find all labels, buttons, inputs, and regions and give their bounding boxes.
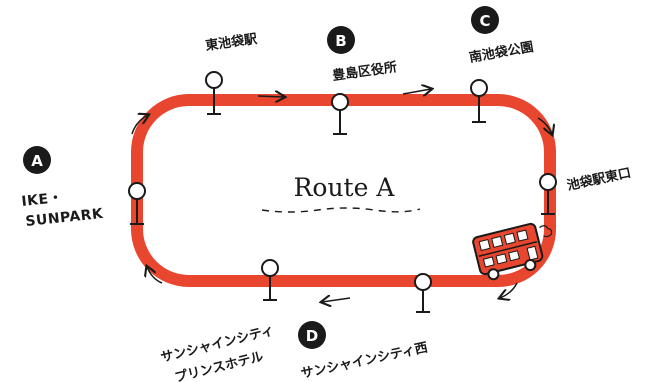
stop-marker-ike-sunpark (128, 182, 146, 225)
stop-marker-sunshine-prince-hotel (261, 259, 279, 301)
title-dashed-underline (261, 207, 421, 213)
stop-marker-ikebukuro-east-exit (539, 173, 557, 215)
stop-marker-higashi-ikebukuro (205, 71, 223, 115)
badge-a-letter: A (31, 152, 43, 170)
stop-markers (128, 71, 557, 313)
stop-label-ike-sunpark-line1: IKE・ (21, 190, 64, 210)
arrow-bottom (322, 298, 351, 302)
arrow-top-right (402, 89, 431, 94)
arrow-upper-left-corner (131, 115, 148, 135)
stop-label-toshima-ward-office: 豊島区役所 (331, 59, 398, 84)
arrow-upper-right-corner (537, 117, 552, 134)
route-title: Route A (294, 173, 396, 202)
badge-c-letter: C (479, 12, 490, 30)
badge-a: A (23, 146, 51, 174)
direction-arrows (131, 89, 552, 302)
arrow-top-left (257, 96, 284, 97)
stop-label-ikebukuro-east-exit: 池袋駅東口 (566, 165, 633, 194)
arrow-lower-right-corner (500, 282, 518, 298)
badge-c: C (471, 6, 499, 34)
stop-marker-minami-ikebukuro-park (470, 79, 488, 123)
stop-marker-sunshine-city-west (414, 273, 432, 313)
stop-label-ike-sunpark-line2: SUNPARK (25, 206, 105, 230)
badge-d: D (298, 321, 326, 349)
badge-b: B (327, 26, 355, 54)
red-double-decker-bus-icon (472, 222, 553, 281)
stop-label-higashi-ikebukuro: 東池袋駅 (204, 31, 259, 54)
badge-b-letter: B (335, 32, 346, 50)
stop-marker-toshima-ward-office (331, 93, 349, 135)
stop-label-minami-ikebukuro-park: 南池袋公園 (468, 39, 535, 66)
badge-d-letter: D (306, 327, 318, 345)
arrow-lower-left-corner (147, 267, 163, 284)
